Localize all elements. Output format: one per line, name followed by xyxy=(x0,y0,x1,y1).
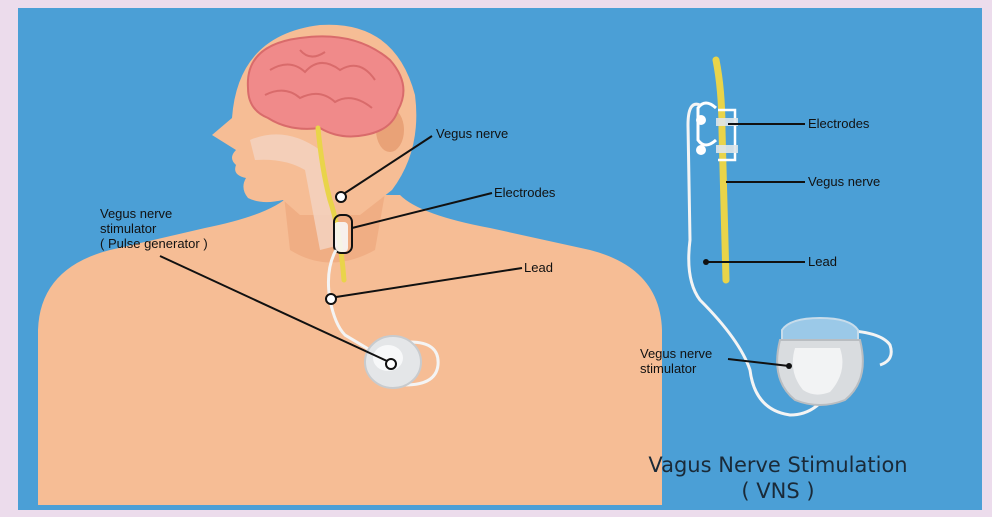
diagram-title: Vagus Nerve Stimulation xyxy=(648,453,907,477)
label-stimulator-line2: stimulator xyxy=(100,221,157,236)
electrode-coil xyxy=(334,222,348,252)
label-stimulator-line1: Vegus nerve xyxy=(100,206,172,221)
label-lead: Lead xyxy=(524,260,553,275)
label-stimulator-line3: ( Pulse generator ) xyxy=(100,236,208,251)
detail-label-stimulator-line2: stimulator xyxy=(640,361,697,376)
marker-vegus-nerve xyxy=(336,192,346,202)
label-vegus-nerve: Vegus nerve xyxy=(436,126,508,141)
detail-label-lead: Lead xyxy=(808,254,837,269)
detail-stimulator-cap xyxy=(782,318,858,342)
detail-label-vegus-nerve: Vegus nerve xyxy=(808,174,880,189)
label-electrodes: Electrodes xyxy=(494,185,556,200)
marker-lead xyxy=(326,294,336,304)
detail-label-stimulator-line1: Vegus nerve xyxy=(640,346,712,361)
marker-stimulator xyxy=(386,359,396,369)
diagram-title-abbreviation: ( VNS ) xyxy=(741,479,814,503)
detail-label-electrodes: Electrodes xyxy=(808,116,870,131)
